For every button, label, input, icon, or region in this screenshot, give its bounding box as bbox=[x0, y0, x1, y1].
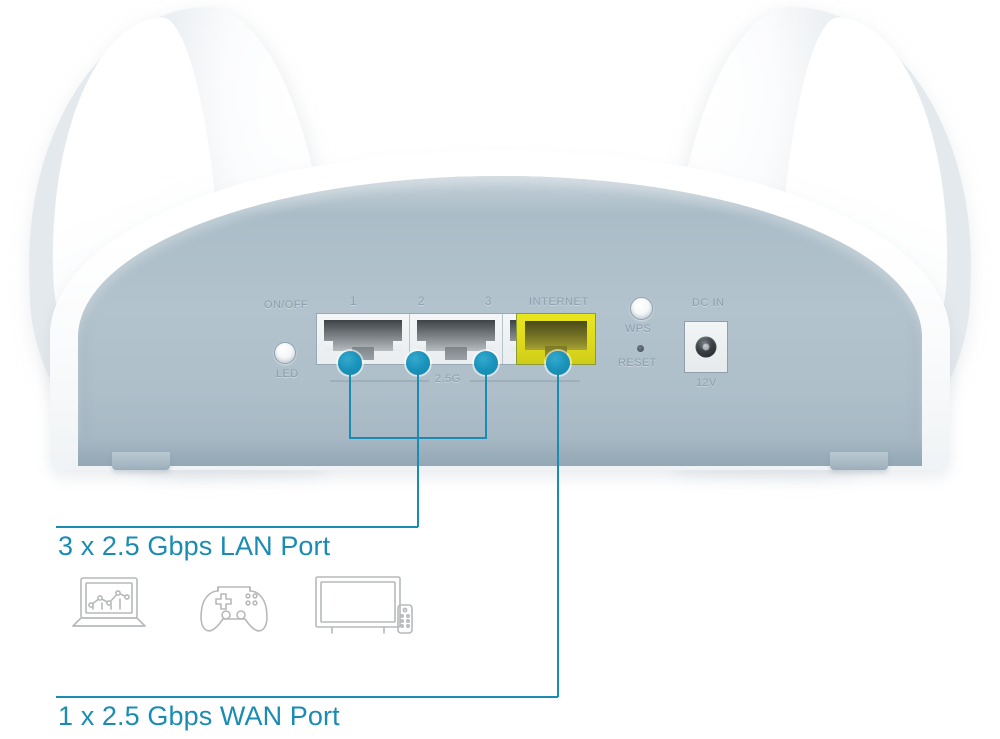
rj45-notch-left bbox=[417, 341, 426, 351]
speed-rule-right bbox=[470, 380, 580, 382]
rj45-jack-icon bbox=[324, 320, 402, 351]
lan-callout-text: 3 x 2.5 Gbps LAN Port bbox=[58, 531, 331, 561]
callout-line-port-1 bbox=[349, 369, 351, 438]
dc-power-jack[interactable] bbox=[684, 321, 728, 373]
rj45-tab bbox=[445, 347, 467, 360]
rj45-notch-left bbox=[324, 341, 333, 351]
callout-line-wan-to-label bbox=[433, 696, 558, 698]
callout-line-port-3 bbox=[485, 369, 487, 438]
rj45-jack-icon bbox=[525, 321, 587, 350]
port-2-label: 2 bbox=[418, 296, 425, 308]
rj45-notch-right bbox=[393, 341, 402, 351]
internet-port-label: INTERNET bbox=[529, 296, 589, 308]
port-3-label: 3 bbox=[485, 296, 492, 308]
wan-callout-underline bbox=[56, 696, 433, 698]
supported-devices-row bbox=[60, 572, 460, 638]
callout-line-port-2 bbox=[417, 369, 419, 438]
television-icon bbox=[310, 573, 420, 642]
wan-callout-text: 1 x 2.5 Gbps WAN Port bbox=[58, 701, 340, 731]
laptop-icon bbox=[64, 572, 156, 643]
barrel-jack-pin bbox=[702, 343, 710, 351]
led-switch-top-label: ON/OFF bbox=[264, 299, 308, 311]
internet-wan-port[interactable] bbox=[516, 313, 596, 365]
rj45-notch-right bbox=[486, 341, 495, 351]
lan-callout-underline bbox=[56, 526, 418, 528]
reset-label: RESET bbox=[618, 357, 657, 369]
router-foot-right bbox=[830, 452, 888, 470]
rear-panel-controls: ON/OFF LED 1 2 3 INTERNET bbox=[264, 296, 728, 389]
callout-line-wan bbox=[557, 369, 559, 697]
speed-marking-label: 2.5G bbox=[435, 373, 461, 385]
wps-label: WPS bbox=[625, 323, 652, 335]
dc-voltage-label: 12V bbox=[696, 377, 717, 389]
rj45-jack-icon bbox=[417, 320, 495, 351]
router-foot-left bbox=[112, 452, 170, 470]
dc-in-label: DC IN bbox=[692, 297, 725, 309]
game-controller-icon bbox=[188, 574, 280, 641]
led-switch-button[interactable] bbox=[274, 342, 296, 364]
wps-button[interactable] bbox=[630, 297, 653, 320]
router-base-strip bbox=[78, 440, 922, 466]
speed-rule-left bbox=[330, 380, 429, 382]
led-switch-bottom-label: LED bbox=[276, 368, 299, 380]
reset-pinhole-icon[interactable] bbox=[637, 345, 644, 352]
callout-line-lan-drop bbox=[417, 437, 419, 527]
rj45-notch-left bbox=[510, 341, 519, 351]
port-1-label: 1 bbox=[350, 296, 357, 308]
lan-port-2[interactable] bbox=[409, 314, 502, 364]
